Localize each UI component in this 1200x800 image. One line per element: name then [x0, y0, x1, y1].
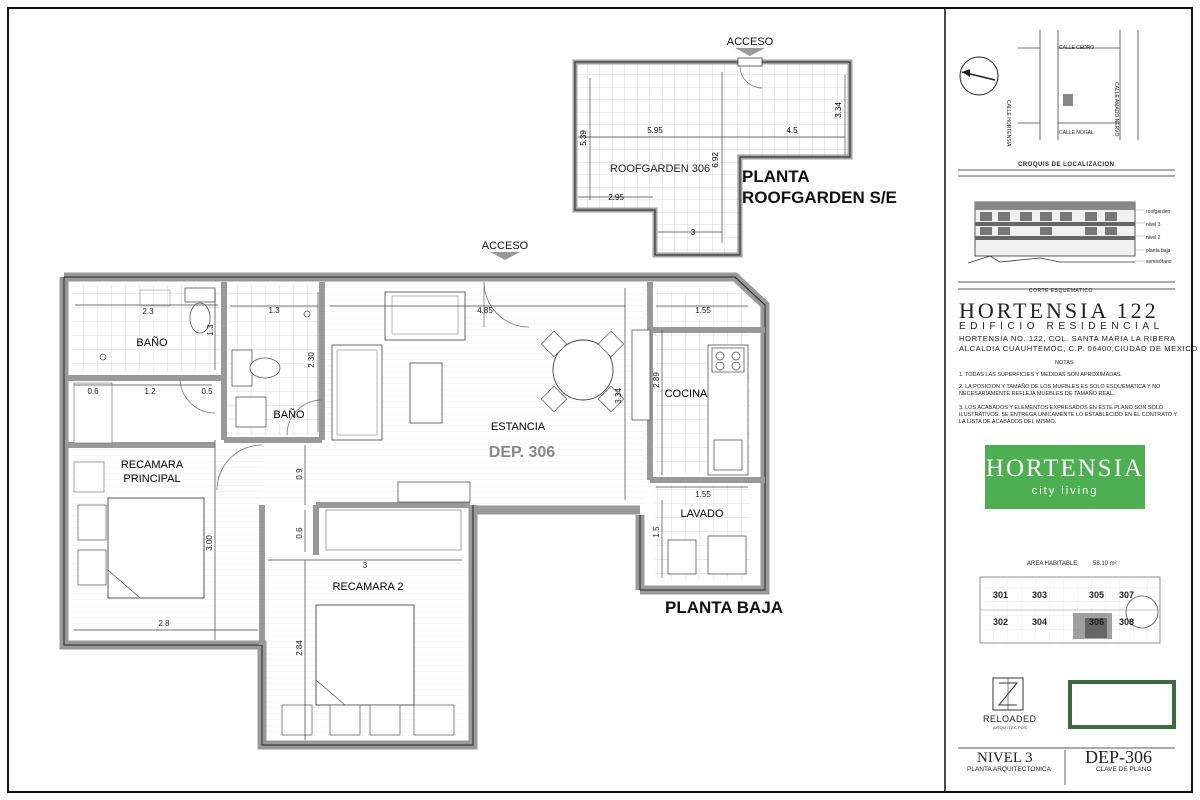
dim-roof-595: 5.95 — [647, 126, 663, 135]
unit-302: 302 — [993, 617, 1009, 627]
section-level-planta-baja: planta baja — [1146, 248, 1171, 254]
dim-roof-45: 4.5 — [786, 126, 798, 135]
architect-logo — [992, 677, 1024, 711]
unit-303: 303 — [1032, 590, 1048, 600]
dim-roof-539: 5.39 — [579, 130, 588, 146]
dim-closet-06: 0.6 — [87, 387, 99, 396]
room-recamara-principal-1: RECAMARA — [121, 459, 184, 471]
brand-logo: HORTENSIA city living — [985, 445, 1145, 509]
sheet-border — [7, 7, 1193, 793]
area-value: 58.10 m² — [1093, 561, 1117, 567]
dim-hall-06: 0.6 — [295, 527, 304, 539]
dim-cocina-height: 2.89 — [652, 372, 661, 388]
building-name: HORTENSIA 122 — [959, 298, 1159, 323]
ground-access-arrow — [490, 252, 520, 260]
section-caption: CORTE ESQUEMATICO — [1029, 288, 1093, 294]
north-compass — [959, 56, 999, 96]
plan-labels: ACCESO PLANTA ROOFGARDEN S/E ROOFGARDEN … — [87, 36, 896, 656]
level-name: NIVEL 3 — [977, 750, 1033, 766]
unit-304: 304 — [1032, 617, 1048, 627]
dim-recamara2-width: 3 — [363, 561, 368, 570]
dim-bano1-height: 1.3 — [206, 324, 215, 336]
site-marker — [1063, 94, 1073, 106]
architect-name: RELOADED — [983, 714, 1037, 724]
title-block: CALLE CEDRO CALLE NOGAL CALLE HORTENSIA … — [945, 14, 1197, 790]
unit-305: 305 — [1089, 590, 1105, 600]
street-east: CALLE AMADO NERVO — [1113, 82, 1119, 137]
dim-closet-12: 1.2 — [144, 387, 156, 396]
location-sketch — [959, 30, 1139, 140]
roof-title-line1: PLANTA — [742, 167, 810, 186]
dim-estancia-height: 3.34 — [614, 388, 623, 404]
room-cocina: COCINA — [665, 388, 708, 400]
room-bano-2: BAÑO — [273, 408, 305, 421]
plan-key: DEP-306 — [1085, 747, 1152, 767]
dim-recamara-principal-height: 3.00 — [205, 535, 214, 551]
note-1: 1. TODAS LAS SUPERFICIES Y MEDIDAS SON A… — [959, 372, 1123, 378]
roof-title-line2: ROOFGARDEN S/E — [742, 188, 897, 207]
area-label: AREA HABITABLE — [1027, 561, 1078, 567]
unit-306: 306 — [1089, 617, 1105, 627]
address-line-2: ALCALDIA CUAUHTEMOC, C.P. 06400,CIUDAD D… — [959, 344, 1198, 353]
panel-rules — [958, 169, 1175, 785]
roofgarden-plan — [572, 48, 853, 258]
dim-cocina-width: 1.55 — [695, 306, 711, 315]
section-level-roofgarden: roofgarden — [1146, 209, 1171, 215]
building-type: EDIFICIO RESIDENCIAL — [959, 321, 1164, 332]
plan-key-box — [1068, 680, 1176, 729]
roof-access-arrow — [735, 48, 765, 56]
address-line-1: HORTENSIA NO. 122, COL. SANTA MARIA LA R… — [959, 334, 1176, 343]
street-west: CALLE HORTENSIA — [1005, 100, 1011, 147]
room-estancia: ESTANCIA — [491, 421, 546, 433]
room-recamara-2: RECAMARA 2 — [333, 581, 404, 593]
ground-floor-plan — [59, 252, 770, 750]
dim-bano1-width: 2.3 — [142, 307, 154, 316]
roofgarden-room-label: ROOFGARDEN 306 — [610, 163, 710, 175]
location-caption: CROQUIS DE LOCALIZACION — [1018, 162, 1115, 168]
notes-title: NOTAS. — [1055, 360, 1076, 366]
schematic-section — [967, 201, 1145, 264]
room-bano-1: BAÑO — [136, 336, 168, 349]
unit-301: 301 — [993, 590, 1009, 600]
level-caption: PLANTA ARQUITECTONICA — [967, 766, 1051, 773]
dim-lavado-width: 1.55 — [695, 490, 711, 499]
note-2: 2. LA POSICION Y TAMAÑO DE LOS MUEBLES E… — [959, 384, 1161, 397]
street-south: CALLE NOGAL — [1059, 130, 1094, 136]
brand-logo-sub: city living — [1031, 485, 1099, 497]
dim-roof-3: 3 — [691, 228, 696, 237]
level-thumbnail — [979, 576, 1161, 644]
unit-307: 307 — [1119, 590, 1135, 600]
dim-roof-295: 2.95 — [608, 193, 624, 202]
dim-lavado-height: 1.5 — [652, 526, 661, 538]
dim-estancia-width: 4.85 — [477, 306, 493, 315]
dim-hall-09: 0.9 — [295, 468, 304, 480]
dim-roof-334: 3.34 — [834, 102, 843, 118]
note-3: 3. LOS ACABADOS Y ELEMENTOS EXPRESADOS E… — [959, 405, 1178, 425]
section-level-nivel-3: nivel 3 — [1146, 222, 1161, 228]
dim-bano2-width: 1.3 — [268, 306, 280, 315]
brand-logo-main: HORTENSIA — [985, 455, 1145, 482]
plan-key-caption: CLAVE DE PLANO — [1096, 766, 1152, 773]
ground-title: PLANTA BAJA — [665, 598, 783, 617]
dim-closet-05: 0.5 — [201, 387, 213, 396]
dim-bano2-height: 2.30 — [307, 352, 316, 368]
room-recamara-principal-2: PRINCIPAL — [123, 473, 180, 485]
dim-recamara-principal-width: 2.8 — [158, 619, 170, 628]
roof-access-label: ACCESO — [727, 36, 774, 48]
room-lavado: LAVADO — [681, 508, 724, 520]
dim-recamara2-height: 2.84 — [295, 640, 304, 656]
dim-roof-692: 6.92 — [711, 152, 720, 168]
unit-308: 308 — [1119, 617, 1135, 627]
architect-sub: ARQUITECTOS — [993, 725, 1028, 730]
street-north: CALLE CEDRO — [1059, 45, 1095, 51]
ground-access-label: ACCESO — [482, 240, 529, 252]
section-level-nivel-2: nivel 2 — [1146, 235, 1161, 241]
unit-label: DEP. 306 — [489, 444, 556, 461]
section-level-semisotano: semisótano — [1146, 259, 1172, 265]
